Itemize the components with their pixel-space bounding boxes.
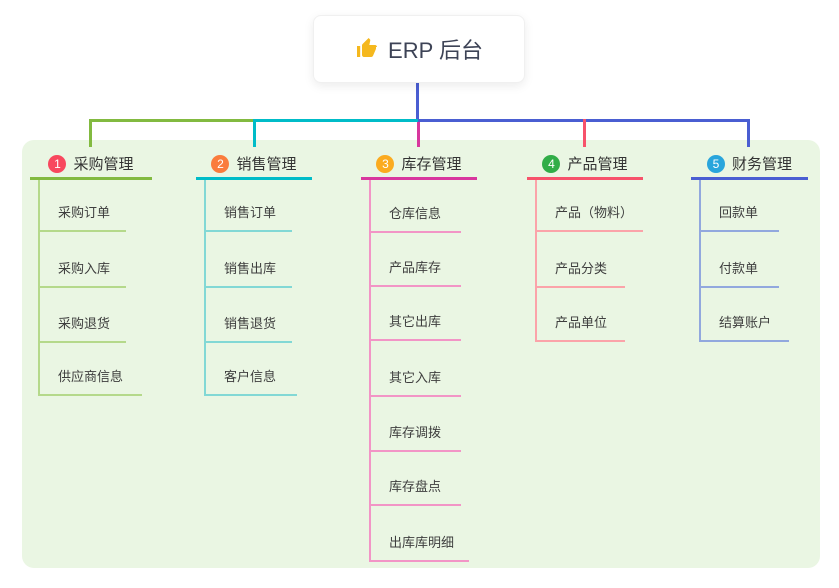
branch-header-purchase[interactable]: 1 采购管理 — [30, 150, 152, 180]
branch-label: 财务管理 — [731, 156, 792, 173]
child-node[interactable]: 产品库存 — [369, 259, 461, 287]
connector-drop-purchase — [89, 119, 92, 147]
branch-number-badge: 4 — [542, 154, 561, 173]
child-node[interactable]: 库存盘点 — [369, 478, 461, 506]
child-rail-product — [535, 180, 537, 342]
branch-header-product[interactable]: 4 产品管理 — [527, 150, 643, 180]
connector-drop-sales — [253, 119, 256, 147]
child-node[interactable]: 结算账户 — [699, 314, 789, 342]
child-node[interactable]: 其它入库 — [369, 369, 461, 397]
connector-root-drop — [416, 81, 419, 122]
child-node[interactable]: 采购订单 — [38, 204, 126, 232]
branch-number-badge: 5 — [706, 154, 725, 173]
branch-header-inventory[interactable]: 3 库存管理 — [361, 150, 477, 180]
branch-number-badge: 1 — [48, 154, 67, 173]
connector-bus-green — [89, 119, 253, 122]
branch-header-finance[interactable]: 5 财务管理 — [691, 150, 808, 180]
mindmap-background-panel — [22, 140, 820, 568]
root-title: ERP 后台 — [388, 38, 483, 63]
branch-label: 库存管理 — [401, 156, 462, 173]
child-node[interactable]: 出库库明细 — [369, 534, 469, 562]
child-rail-purchase — [38, 180, 40, 396]
child-node[interactable]: 付款单 — [699, 260, 779, 288]
child-node[interactable]: 产品（物料） — [535, 204, 643, 232]
branch-header-sales[interactable]: 2 销售管理 — [196, 150, 312, 180]
child-node[interactable]: 销售退货 — [204, 315, 292, 343]
child-node[interactable]: 产品分类 — [535, 260, 625, 288]
root-node[interactable]: ERP 后台 — [313, 15, 525, 83]
branch-label: 采购管理 — [73, 156, 134, 173]
connector-bus-teal — [253, 119, 418, 122]
connector-drop-product — [583, 119, 586, 147]
child-rail-sales — [204, 180, 206, 396]
child-rail-inventory — [369, 180, 371, 562]
branch-number-badge: 3 — [376, 154, 395, 173]
child-node[interactable]: 客户信息 — [204, 368, 297, 396]
child-node[interactable]: 销售订单 — [204, 204, 292, 232]
connector-drop-inventory — [417, 122, 420, 147]
child-node[interactable]: 销售出库 — [204, 260, 292, 288]
child-node[interactable]: 产品单位 — [535, 314, 625, 342]
branch-label: 产品管理 — [567, 156, 628, 173]
connector-drop-finance — [747, 119, 750, 147]
branch-number-badge: 2 — [211, 154, 230, 173]
child-node[interactable]: 其它出库 — [369, 313, 461, 341]
child-node[interactable]: 库存调拨 — [369, 424, 461, 452]
child-node[interactable]: 供应商信息 — [38, 368, 142, 396]
branch-label: 销售管理 — [236, 156, 297, 173]
child-node[interactable]: 回款单 — [699, 204, 779, 232]
thumbs-up-icon — [355, 37, 379, 61]
child-rail-finance — [699, 180, 701, 342]
child-node[interactable]: 仓库信息 — [369, 205, 461, 233]
child-node[interactable]: 采购入库 — [38, 260, 126, 288]
child-node[interactable]: 采购退货 — [38, 315, 126, 343]
